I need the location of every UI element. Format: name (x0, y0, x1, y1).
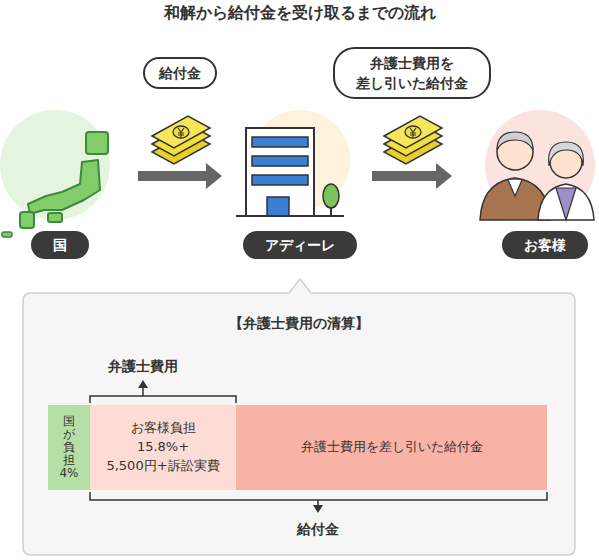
japan-map (48, 213, 62, 222)
bracket (138, 380, 148, 388)
office-building (236, 215, 344, 217)
customer-couple (556, 188, 576, 220)
money-icon (152, 116, 210, 164)
office-building (323, 184, 339, 208)
customer-couple (508, 180, 522, 196)
office-building (246, 128, 314, 216)
arrow-head (206, 163, 222, 189)
japan-map (0, 110, 110, 220)
settlement-panel (23, 279, 575, 555)
bracket (90, 380, 547, 513)
customer-couple (549, 142, 584, 166)
bracket-label: 給付金 (297, 521, 339, 539)
office-building (252, 156, 308, 166)
arrow-head (436, 163, 452, 189)
bar-segment: お客様負担 15.8%+ 5,500円+訴訟実費 (90, 405, 236, 490)
arrow-shaft (138, 171, 208, 181)
bracket (90, 492, 547, 500)
arrow-shaft (372, 171, 438, 181)
party-node: アディーレ (222, 108, 372, 258)
japan-map (0, 110, 110, 237)
party-node: お客様 (452, 108, 599, 258)
bar-segment: 弁護士費用を差し引いた給付金 (236, 405, 547, 490)
office-building (252, 137, 308, 147)
segment-text: 弁護士費用を差し引いた給付金 (242, 438, 541, 457)
settlement-panel-node: 【弁護士費用の清算】国が負担4% お客様負担 15.8%+ 5,500円+訴訟実費… (23, 293, 575, 555)
japan-map (28, 160, 100, 214)
bar-segment: 国が負担4% (48, 405, 90, 490)
flow-arrow (138, 163, 222, 189)
bracket (313, 505, 323, 513)
bubble-label: 弁護士費用を 差し引いた給付金 (333, 47, 491, 99)
party-label: アディーレ (243, 231, 357, 259)
japan-map (86, 132, 108, 154)
party-label: お客様 (502, 231, 588, 259)
office-building (236, 110, 350, 216)
money-icon (384, 116, 442, 164)
flow-arrow (372, 163, 452, 189)
office-building (267, 197, 289, 216)
customer-couple (538, 184, 594, 220)
bubble-label: 給付金 (143, 57, 217, 89)
diagram-title: 和解から給付金を受け取るまでの流れ (0, 3, 599, 24)
settlement-panel (23, 279, 575, 555)
customer-couple (497, 132, 533, 150)
japan-map (20, 212, 34, 228)
party-node: 国 (0, 108, 138, 258)
japan-map (2, 232, 12, 237)
office-building (252, 175, 308, 185)
bracket (90, 396, 236, 403)
party-label: 国 (31, 231, 89, 259)
customer-couple (480, 110, 595, 220)
segment-text: お客様負担 15.8%+ 5,500円+訴訟実費 (96, 419, 230, 476)
panel-heading: 【弁護士費用の清算】 (23, 315, 575, 333)
segment-text: 国が負担4% (59, 415, 79, 481)
bracket-label: 弁護士費用 (108, 358, 178, 376)
